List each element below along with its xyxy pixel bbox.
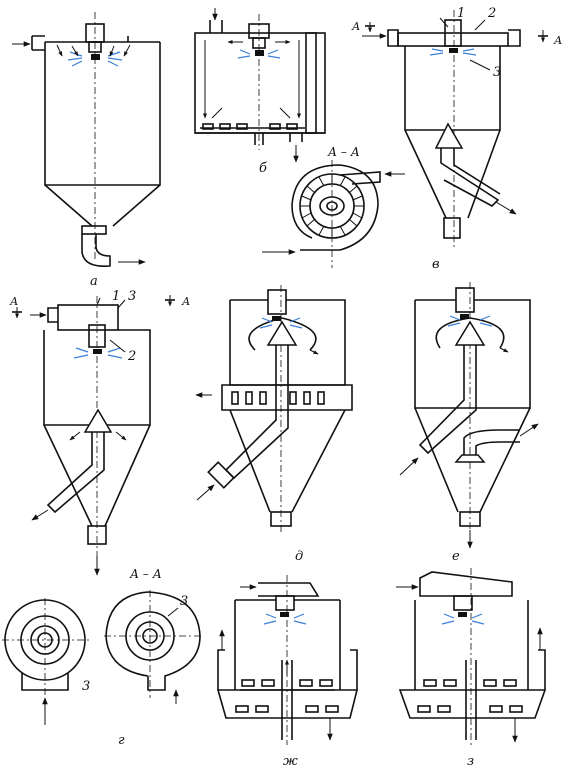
section-v: А – А [262,145,405,268]
callout-3-g: 3 [128,289,136,304]
label-zh: ж [283,754,298,769]
callout-2-g: 2 [127,349,136,364]
callout-3-g-section: 3 [180,594,188,609]
scheme-e: е [399,282,539,564]
scheme-g: 1 3 2 А А 3 А – А 3 г [2,289,202,748]
label-e: е [452,549,460,564]
label-v: в [432,257,440,272]
scheme-d: д [195,285,353,564]
scheme-b: б [194,8,326,176]
cut-letter-g-right: А [181,295,190,308]
scheme-zh: ж [216,575,359,769]
callout-1-g: 1 [112,289,120,304]
label-b: б [259,161,267,176]
scheme-v: 1 2 3 А А в [351,6,562,272]
callout-2-v: 2 [487,6,496,21]
label-d: д [295,549,303,564]
label-a: а [90,274,98,289]
label-z: з [467,754,474,769]
cut-letter-v-right: А [553,34,562,47]
label-g: г [118,733,125,748]
callout-3-g-plan: 3 [82,679,90,694]
callout-3-v: 3 [493,65,501,80]
section-g-title: А – А [129,567,162,581]
cut-letter-v-left: А [351,20,360,33]
section-v-title: А – А [327,145,360,159]
cut-letter-g-left: А [9,295,18,308]
callout-1-v: 1 [457,6,465,21]
scheme-z: з [396,568,547,769]
scheme-a: а [12,12,161,289]
